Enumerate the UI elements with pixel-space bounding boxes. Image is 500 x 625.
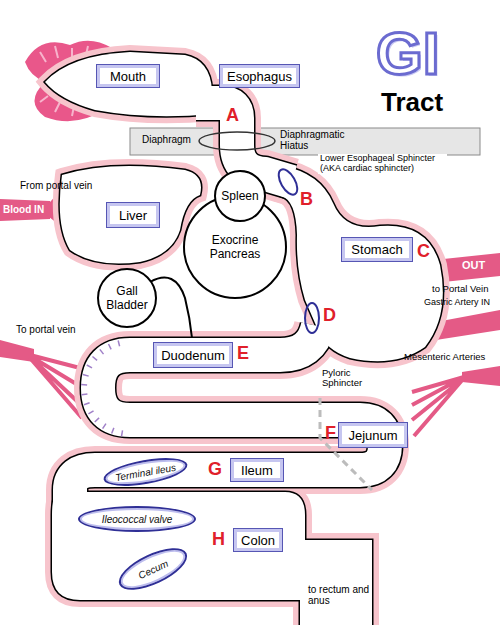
villus-tick — [100, 349, 104, 354]
bile-duct — [150, 278, 192, 338]
organ-outline — [45, 52, 443, 625]
node-text: Duodenum — [161, 348, 225, 363]
annotation-label: to rectum and anus — [308, 584, 370, 606]
organ-label-box: Ileum — [230, 458, 284, 482]
organ-label-box: Jejunum — [338, 422, 408, 448]
title-text: GI — [376, 24, 439, 84]
villus-tick — [81, 393, 87, 395]
artery-fan — [412, 377, 464, 436]
villus-tick — [118, 340, 119, 346]
callout-letter: H — [212, 530, 225, 550]
annotation-label: Mesenteric Arteries — [404, 352, 498, 362]
organ-label-box: Duodenum — [153, 342, 233, 368]
organ-label-box: Mouth — [96, 64, 160, 88]
organ-fill — [45, 52, 443, 625]
organ-label-box: Stomach — [341, 237, 413, 262]
callout-letter: A — [226, 106, 239, 126]
callout-letter: F — [325, 424, 336, 444]
node-text: Stomach — [351, 242, 402, 257]
villus-tick — [95, 418, 99, 422]
villus-tick — [103, 424, 106, 429]
diaphragm-band — [130, 128, 480, 155]
node-text: Liver — [119, 208, 147, 223]
annotation-label: From portal vein — [20, 180, 92, 191]
node-text: Cecum — [136, 557, 169, 580]
villus-tick — [121, 430, 122, 436]
annotation-label: Diaphragm — [142, 134, 191, 145]
node-text: Spleen — [221, 189, 258, 203]
diaphragmatic-hiatus — [199, 132, 275, 150]
villus-tick — [81, 384, 87, 386]
pyloric-sphincter — [305, 303, 319, 333]
villus-tick — [84, 403, 90, 405]
organ-label-box: Colon — [233, 528, 283, 552]
node-text: Jejunum — [348, 428, 397, 443]
villus-tick — [83, 374, 89, 376]
organ-circle: Spleen — [214, 170, 266, 222]
lower-esophageal-sphincter — [275, 166, 301, 197]
node-text: Esophagus — [227, 69, 292, 84]
title-word: Tract — [381, 88, 443, 117]
callout-letter: D — [323, 306, 336, 326]
callout-letter: B — [300, 190, 313, 210]
node-text: Mouth — [110, 69, 146, 84]
villus-tick — [88, 411, 93, 414]
organ-circle: Gall Bladder — [97, 268, 157, 328]
mesenteric-artery — [462, 366, 500, 386]
node-text: Colon — [241, 533, 275, 548]
annotation-label: Lower Esophageal Sphincter (AKA cardiac … — [318, 154, 447, 174]
vessel-label: OUT — [462, 259, 485, 271]
node-text: Gall Bladder — [100, 284, 154, 312]
node-text: Ileococcal valve — [102, 514, 173, 525]
organ-halo — [45, 52, 443, 625]
callout-letter: C — [417, 242, 430, 262]
node-text: Ileum — [241, 463, 273, 478]
node-text: Exocrine Pancreas — [195, 233, 275, 261]
organ-label-box: Liver — [106, 202, 160, 228]
annotation-label: Gastric Artery IN — [424, 298, 498, 308]
organ-label-box: Esophagus — [219, 64, 300, 88]
villus-tick — [112, 428, 114, 434]
villi — [81, 340, 122, 436]
portal-vein-in — [0, 199, 50, 221]
annotation-label: Diaphragmatic Hiatus — [280, 129, 360, 151]
villus-tick — [92, 357, 97, 361]
part-oval: Ileococcal valve — [78, 506, 196, 532]
villus-tick — [87, 365, 92, 368]
annotation-label: to Portal Vein — [432, 284, 498, 294]
vessel-label: Blood IN — [3, 204, 44, 215]
annotation-label: Pyloric Sphincter — [322, 368, 382, 389]
callout-letter: G — [208, 460, 222, 480]
callout-letter: E — [237, 344, 249, 364]
villus-tick — [109, 344, 112, 349]
annotation-label: To portal vein — [16, 324, 75, 335]
